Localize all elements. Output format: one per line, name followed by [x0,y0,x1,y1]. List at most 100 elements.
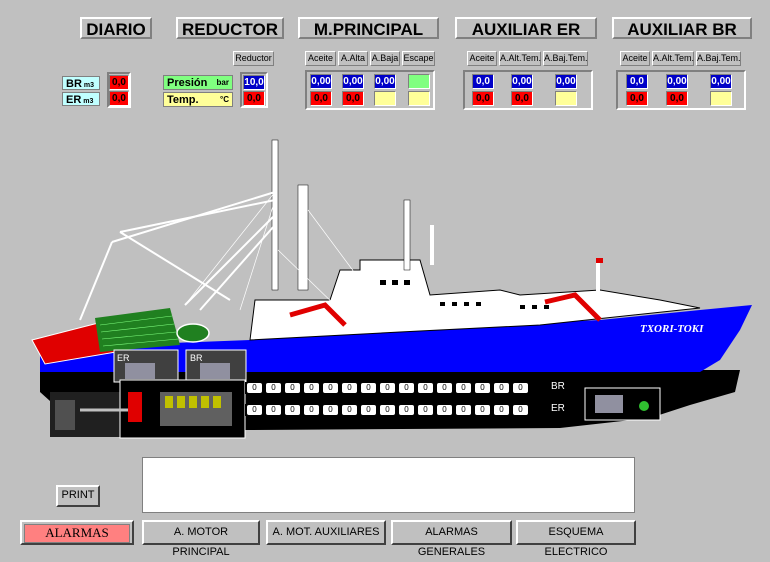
auxer-alta-alarm: 0,0 [511,91,533,106]
auxer-alta-value: 0,00 [511,74,533,89]
tank-br-2: 0 [266,383,281,393]
auxer-aceite-value: 0,0 [472,74,494,89]
principal-col-aceite: Aceite [305,51,336,66]
principal-col-escape: Escape [402,51,435,66]
fore-mast [297,184,309,291]
principal-aceite-value: 0,00 [310,74,332,89]
presion-value: 10,0 [243,75,265,90]
tank-er-12: 0 [456,405,471,415]
auxbr-value-frame [616,70,746,110]
auxer-col-baja: A.Baj.Tem. [543,51,588,66]
ship-diagram: TXORI-TOKI ER BR [31,139,752,439]
auxbr-aceite-alarm: 0,0 [626,91,648,106]
tank-br-3: 0 [285,383,300,393]
tank-er-8: 0 [380,405,395,415]
auxer-col-alta: A.Alt.Tem. [499,51,541,66]
row-br-label: BR [551,381,565,392]
crane-mid [289,302,347,327]
bow-mast [596,258,600,298]
header-reductor: REDUCTOR [176,17,284,39]
generator-er [125,363,155,379]
auxbr-col-alta: A.Alt.Tem. [652,51,694,66]
crane-bow [544,292,602,322]
principal-escape-indicator [408,74,430,89]
principal-value-frame [305,70,435,110]
tank-br-7: 0 [361,383,376,393]
bow-flag [596,258,603,263]
generator-br [200,363,230,379]
tank-br-8: 0 [380,383,395,393]
tank-br-13: 0 [475,383,490,393]
header-auxiliar-br: AUXILIAR BR [612,17,752,39]
tank-er-10: 0 [418,405,433,415]
principal-col-alta: A.Alta [338,51,368,66]
tank-er-4: 0 [304,405,319,415]
tank-er-13: 0 [475,405,490,415]
auxer-aceite-alarm: 0,0 [472,91,494,106]
tank-br-14: 0 [494,383,509,393]
header-diario: DIARIO [80,17,152,39]
header-principal: M.PRINCIPAL [298,17,439,39]
principal-escape-alarm [408,91,430,106]
esquema-electrico-button[interactable]: ESQUEMA ELECTRICO [516,520,636,558]
tank-br-6: 0 [342,383,357,393]
diario-er-value: 0,0 [109,91,129,106]
auxbr-baja-value: 0,00 [710,74,732,89]
auxbr-col-aceite: Aceite [620,51,650,66]
auxer-baja-alarm [555,91,577,106]
radar-mast [403,199,411,271]
tank-br-12: 0 [456,383,471,393]
principal-baja-alarm [374,91,396,106]
diario-br-value: 0,0 [109,75,129,90]
alarm-message-box[interactable] [142,457,635,513]
bow-thruster [595,395,623,413]
tank-br-1: 0 [247,383,262,393]
tank-br-10: 0 [418,383,433,393]
rudder [55,400,75,430]
auxbr-col-baja: A.Baj.Tem. [696,51,741,66]
principal-col-baja: A.Baja [370,51,400,66]
superstructure [249,259,701,341]
temp-value: 0,0 [243,91,265,106]
tank-row-br: 0 0 0 0 0 0 0 0 0 0 0 0 0 0 0 [245,382,545,394]
tank-er-3: 0 [285,405,300,415]
tank-er-14: 0 [494,405,509,415]
principal-alta-value: 0,00 [342,74,364,89]
tank-er-15: 0 [513,405,528,415]
tank-er-7: 0 [361,405,376,415]
auxer-col-aceite: Aceite [467,51,497,66]
reduction-gear [128,392,142,422]
auxbr-alta-value: 0,00 [666,74,688,89]
reductor-sub-label: Reductor [233,51,274,66]
tank-er-5: 0 [323,405,338,415]
principal-alta-alarm: 0,0 [342,91,364,106]
logo-emblem [176,323,210,343]
motor-principal-button[interactable]: A. MOTOR PRINCIPAL [142,520,260,558]
auxbr-aceite-value: 0,0 [626,74,648,89]
mot-auxiliares-button[interactable]: A. MOT. AUXILIARES [266,520,386,545]
auxer-value-frame [463,70,593,110]
tank-br-15: 0 [513,383,528,393]
alarmas-button[interactable]: ALARMAS [20,520,134,545]
principal-aceite-alarm: 0,0 [310,91,332,106]
room-er-label: ER [117,353,130,363]
header-auxiliar-er: AUXILIAR ER [455,17,597,39]
temp-label: Temp.°C [163,92,233,107]
tank-er-11: 0 [437,405,452,415]
alarmas-generales-button[interactable]: ALARMAS GENERALES [391,520,512,558]
ship-name: TXORI-TOKI [640,323,704,335]
principal-baja-value: 0,00 [374,74,396,89]
tank-br-11: 0 [437,383,452,393]
auxer-baja-value: 0,00 [555,74,577,89]
print-button[interactable]: PRINT [56,485,100,507]
auxbr-alta-alarm: 0,0 [666,91,688,106]
tank-er-1: 0 [247,405,262,415]
tank-br-9: 0 [399,383,414,393]
tank-er-9: 0 [399,405,414,415]
bow-thruster-motor [639,401,649,411]
auxbr-baja-alarm [710,91,732,106]
tank-er-6: 0 [342,405,357,415]
